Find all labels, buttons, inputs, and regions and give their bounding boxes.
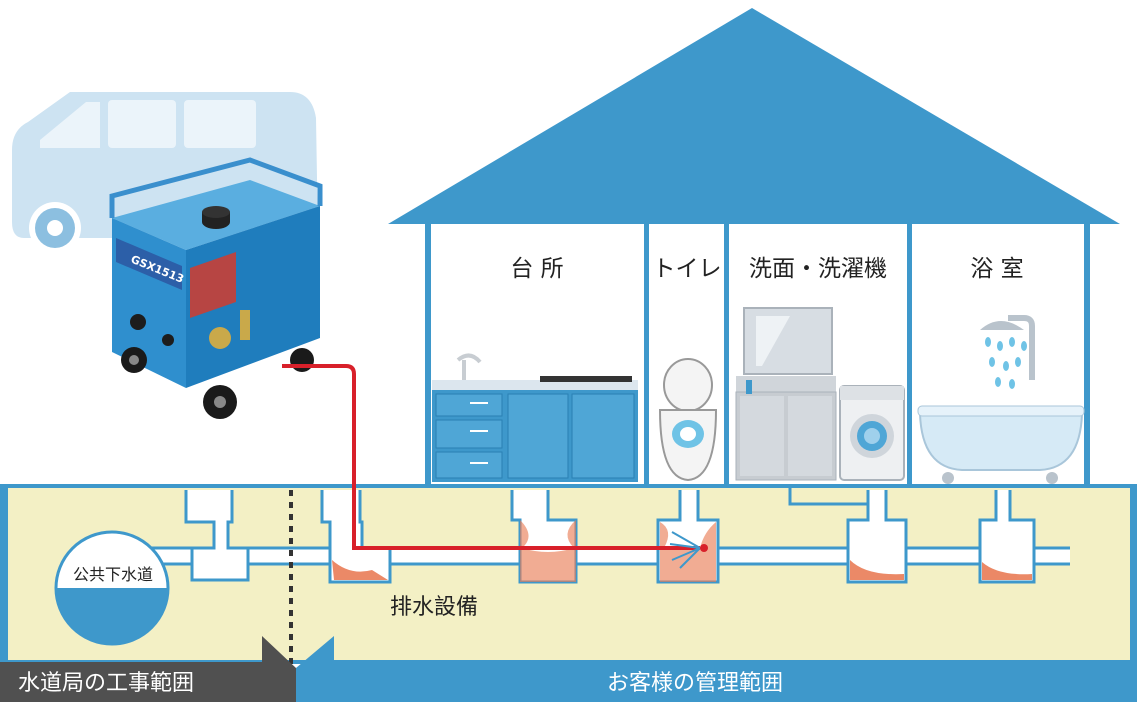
jet-nozzle-icon xyxy=(669,531,708,569)
bathtub-icon xyxy=(917,315,1085,484)
waterworks-scope-label: 水道局の工事範囲 xyxy=(18,671,194,696)
inspection-chamber xyxy=(846,490,908,584)
washbasin-icon xyxy=(735,307,837,481)
room-label-washroom: 洗面・洗濯機 xyxy=(749,256,887,282)
inspection-chamber xyxy=(184,490,250,582)
drain-pipe-network xyxy=(120,546,1070,566)
inspection-chamber xyxy=(978,490,1036,584)
house xyxy=(388,8,1120,486)
kitchen-sink-icon xyxy=(432,353,638,482)
drainage-equipment-label: 排水設備 xyxy=(390,595,478,620)
toilet-icon xyxy=(658,358,718,482)
room-label-toilet: トイレ xyxy=(653,256,722,282)
washing-machine-icon xyxy=(839,385,905,481)
clog-deposits xyxy=(332,520,1032,582)
public-sewer-label: 公共下水道 xyxy=(73,565,153,584)
room-label-bathroom: 浴 室 xyxy=(970,256,1023,282)
branch-pipe xyxy=(788,488,868,506)
public-sewer xyxy=(54,530,170,646)
room-label-kitchen: 台 所 xyxy=(510,256,563,282)
house-roof xyxy=(388,8,1120,224)
high-pressure-hose xyxy=(282,364,700,550)
customer-scope-label: お客様の管理範囲 xyxy=(607,671,783,696)
pressure-washer-machine: GSX1513 xyxy=(109,157,323,419)
waterworks-scope-band xyxy=(0,636,296,702)
customer-scope-band xyxy=(296,636,1137,702)
